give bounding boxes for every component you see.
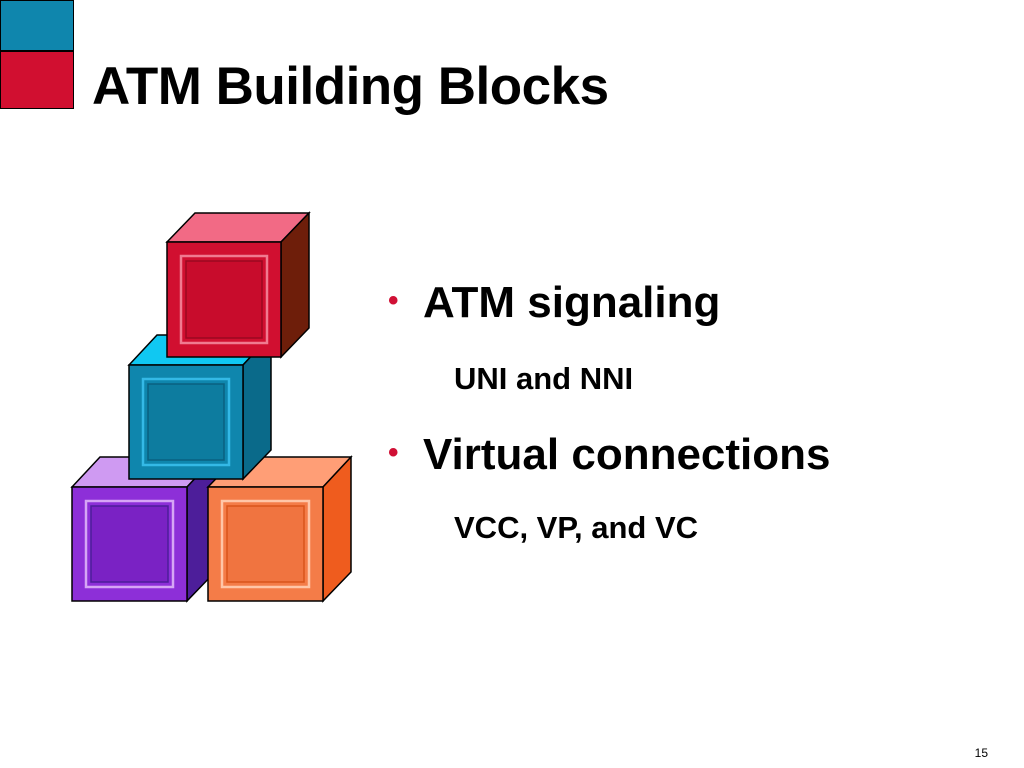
red-block	[165, 211, 311, 359]
bullet-subtext: UNI and NNI	[454, 361, 634, 396]
bullet-subtext: VCC, VP, and VC	[454, 510, 699, 545]
orange-block	[206, 455, 353, 603]
building-blocks-illustration	[70, 211, 353, 603]
bullet-heading: ATM signaling	[423, 278, 721, 327]
slide-title: ATM Building Blocks	[92, 57, 609, 116]
corner-accent-red-square	[0, 51, 74, 109]
bullet-marker: •	[388, 284, 399, 317]
page-number: 15	[974, 746, 988, 760]
corner-accent-blue-square	[0, 0, 74, 51]
bullet-heading: Virtual connections	[423, 430, 831, 479]
bullet-marker: •	[388, 436, 399, 469]
